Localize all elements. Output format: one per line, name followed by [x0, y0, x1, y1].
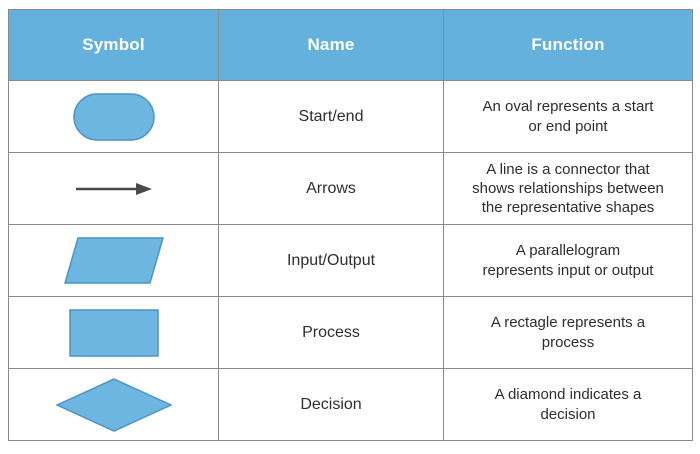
function-cell: A diamond indicates a decision [443, 368, 693, 441]
name-cell: Process [218, 296, 444, 369]
diamond-icon [55, 377, 172, 432]
parallelogram-icon [63, 237, 164, 284]
rectangle-icon [68, 308, 159, 357]
table-row-input-output: Input/Output A parallelogram represents … [8, 224, 693, 297]
function-cell: A rectagle represents a process [443, 296, 693, 369]
name-cell: Arrows [218, 152, 444, 225]
table-row-decision: Decision A diamond indicates a decision [8, 368, 693, 441]
function-cell: A parallelogram represents input or outp… [443, 224, 693, 297]
header-cell-symbol: Symbol [8, 9, 219, 81]
table-row-start-end: Start/end An oval represents a start or … [8, 80, 693, 153]
table-header: Symbol Name Function [8, 9, 693, 81]
page: Symbol Name Function Start/end An oval r… [8, 9, 693, 441]
header-cell-function: Function [443, 9, 693, 81]
arrow-icon [75, 182, 152, 195]
symbol-cell [8, 368, 219, 441]
table-body: Start/end An oval represents a start or … [8, 80, 693, 441]
header-row: Symbol Name Function [8, 9, 693, 81]
name-cell: Start/end [218, 80, 444, 153]
function-cell: An oval represents a start or end point [443, 80, 693, 153]
name-cell: Input/Output [218, 224, 444, 297]
oval-icon [72, 92, 155, 141]
symbol-cell [8, 152, 219, 225]
table-row-process: Process A rectagle represents a process [8, 296, 693, 369]
symbol-cell [8, 296, 219, 369]
symbol-cell [8, 80, 219, 153]
function-cell: A line is a connector that shows relatio… [443, 152, 693, 225]
name-cell: Decision [218, 368, 444, 441]
symbol-cell [8, 224, 219, 297]
flowchart-symbols-table: Symbol Name Function Start/end An oval r… [8, 9, 693, 441]
header-cell-name: Name [218, 9, 444, 81]
table-row-arrows: Arrows A line is a connector that shows … [8, 152, 693, 225]
